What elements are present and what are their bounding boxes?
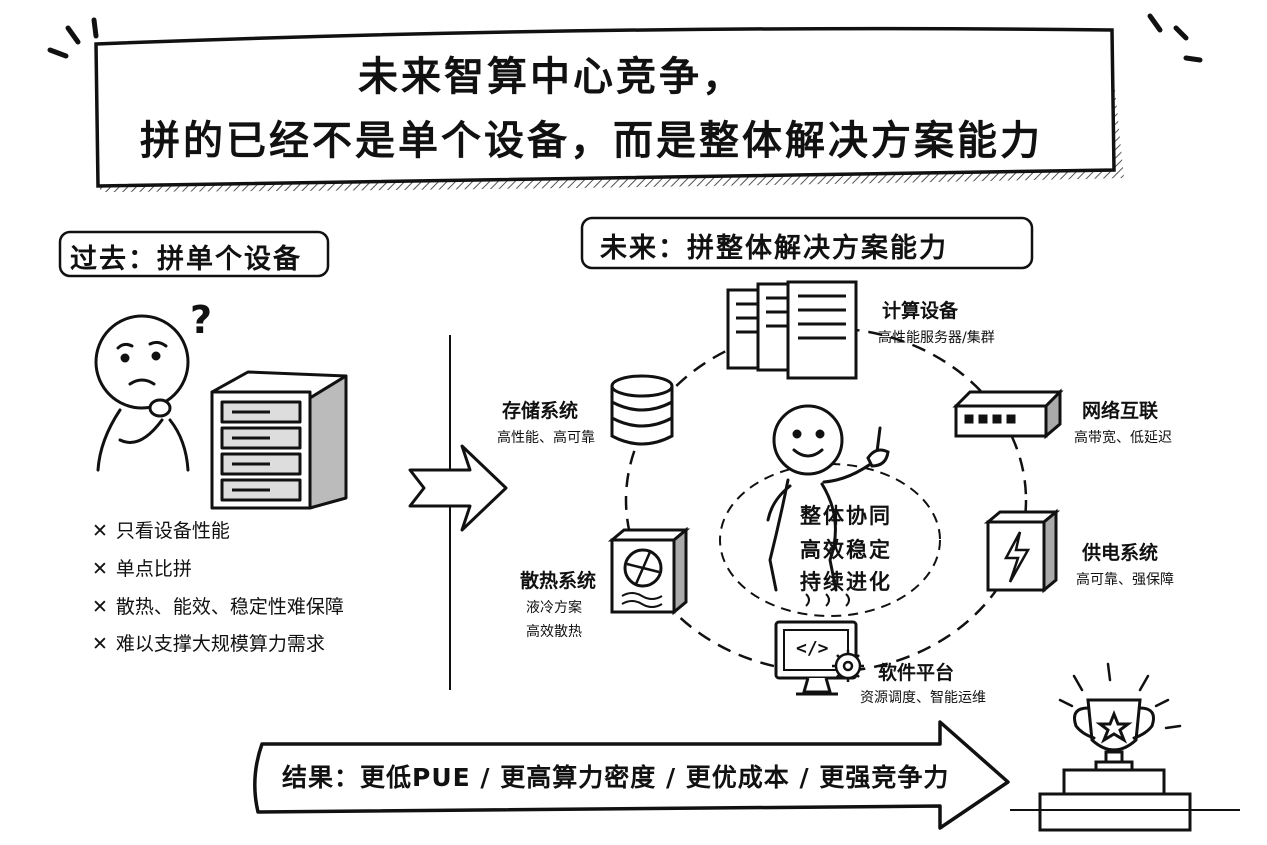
center-line: 整体协同: [800, 504, 892, 528]
trophy-icon: [1073, 698, 1155, 772]
center-line: 高效稳定: [800, 538, 892, 562]
compute-racks-icon: [726, 280, 858, 380]
storage-subtitle: 高性能、高可靠: [497, 430, 595, 446]
confident-person-icon: [766, 404, 890, 592]
trophy-burst-icon: [1058, 662, 1182, 730]
result-arrow: [253, 720, 1010, 830]
network-switch-icon: [952, 388, 1064, 440]
past-label: 过去：拼单个设备: [70, 244, 302, 275]
podium: [1010, 768, 1240, 832]
software-title: 软件平台: [878, 662, 955, 684]
question-mark: ?: [190, 298, 213, 342]
cross-icon: ✕: [92, 558, 108, 580]
transition-arrow-icon: [408, 444, 508, 532]
future-label-frame: [580, 216, 1034, 270]
network-title: 网络互联: [1082, 400, 1159, 422]
cooling-unit-icon: [607, 526, 691, 616]
cooling-subtitle: 高效散热: [526, 624, 582, 640]
center-line: 持续进化: [800, 570, 892, 594]
title-line-2: 拼的已经不是单个设备，而是整体解决方案能力: [140, 118, 1043, 164]
steam-lines-icon: [805, 593, 850, 607]
cooling-title: 散热系统: [520, 570, 597, 592]
center-orbit: [719, 463, 941, 617]
network-subtitle: 高带宽、低延迟: [1074, 430, 1172, 446]
past-label-frame: [58, 230, 330, 278]
past-bullet-item: ✕难以支撑大规模算力需求: [92, 633, 325, 655]
storage-title: 存储系统: [502, 400, 579, 422]
power-title: 供电系统: [1082, 542, 1159, 564]
cooling-subtitle: 液冷方案: [526, 600, 582, 616]
cross-icon: ✕: [92, 596, 108, 618]
confused-person-icon: [94, 314, 190, 472]
title-line-1: 未来智算中心竞争，: [358, 54, 745, 100]
past-bullet-item: ✕只看设备性能: [92, 520, 230, 542]
cross-icon: ✕: [92, 633, 108, 655]
compute-title: 计算设备: [882, 300, 959, 322]
storage-database-icon: [610, 374, 674, 446]
title-banner: [94, 26, 1124, 192]
power-supply-icon: [983, 508, 1061, 594]
cross-icon: ✕: [92, 520, 108, 542]
power-subtitle: 高可靠、强保障: [1076, 572, 1174, 588]
result-text: 结果：更低PUE / 更高算力密度 / 更优成本 / 更强竞争力: [282, 763, 950, 792]
title-burst-left-icon: [47, 17, 99, 59]
title-burst-right-icon: [1147, 13, 1203, 63]
code-brackets-icon: </>: [796, 638, 829, 659]
gear-icon: [832, 650, 864, 682]
single-server-icon: [210, 370, 348, 510]
compute-subtitle: 高性能服务器/集群: [878, 330, 995, 346]
past-bullet-item: ✕散热、能效、稳定性难保障: [92, 596, 344, 618]
software-subtitle: 资源调度、智能运维: [860, 690, 986, 706]
future-label: 未来：拼整体解决方案能力: [600, 233, 948, 264]
past-bullet-item: ✕单点比拼: [92, 558, 192, 580]
